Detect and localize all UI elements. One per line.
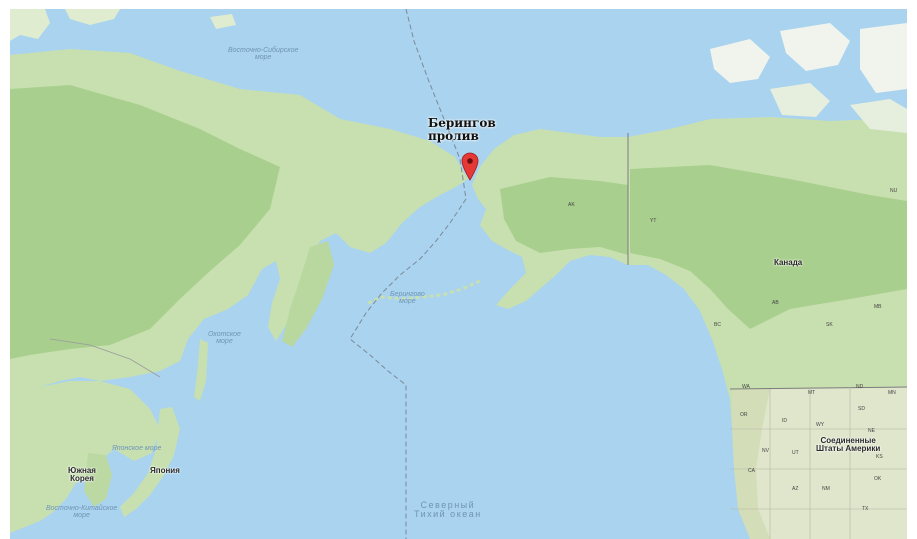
- sakhalin-island: [194, 339, 208, 401]
- japan-sea-label: Японское море: [112, 445, 162, 452]
- arctic-island: [65, 9, 120, 25]
- region-bc: BC: [714, 322, 721, 328]
- china-landmass: [10, 381, 160, 533]
- canada-label[interactable]: Канада: [774, 258, 803, 267]
- japan-islands: [120, 407, 180, 517]
- region-ne: NE: [868, 428, 875, 434]
- region-ks: KS: [876, 454, 883, 460]
- region-id: ID: [782, 418, 787, 424]
- region-nv: NV: [762, 448, 769, 454]
- arctic-archipelago: [850, 99, 907, 133]
- region-sd: SD: [858, 406, 865, 412]
- region-mn: MN: [888, 390, 896, 396]
- bering-strait-label: Берингов пролив: [428, 116, 496, 143]
- region-mt: MT: [808, 390, 816, 396]
- region-ok: OK: [874, 476, 882, 482]
- region-sk: SK: [826, 322, 833, 328]
- region-yt: YT: [650, 218, 657, 224]
- region-ut: UT: [792, 450, 799, 456]
- canada-forest: [630, 165, 907, 329]
- region-nd: ND: [856, 384, 864, 390]
- region-mb: MB: [874, 304, 882, 310]
- map-pin-body: [461, 152, 479, 181]
- alaska-forest: [500, 177, 628, 255]
- north-pacific-ocean-label: Северный Тихий океан: [414, 500, 482, 520]
- map-pin-icon[interactable]: [461, 152, 479, 182]
- japan-label[interactable]: Япония: [150, 466, 180, 475]
- region-ak: AK: [568, 202, 575, 208]
- korea-peninsula: [84, 453, 112, 507]
- region-nu: NU: [890, 188, 898, 194]
- region-wy: WY: [816, 422, 825, 428]
- arctic-archipelago: [710, 39, 770, 83]
- bering-sea-label: Берингово море: [390, 291, 425, 306]
- canada-usa-border: [729, 386, 907, 390]
- aleutian-chain: [367, 279, 481, 305]
- region-wa: WA: [742, 384, 750, 390]
- east-siberian-sea-label: Восточно-Сибирское море: [228, 47, 299, 62]
- forest-area: [10, 85, 280, 359]
- arctic-island: [10, 9, 50, 41]
- international-date-line: [349, 9, 467, 539]
- region-nm: NM: [822, 486, 830, 492]
- kamchatka-peninsula: [282, 241, 334, 347]
- region-ca: CA: [748, 468, 755, 474]
- china-russia-border: [49, 338, 161, 378]
- map-pin-dot: [467, 158, 473, 164]
- arctic-archipelago: [780, 23, 850, 71]
- usa-label[interactable]: Соединенные Штаты Америки: [816, 436, 881, 454]
- us-state-borders: [730, 387, 907, 539]
- okhotsk-sea-label: Охотское море: [208, 331, 241, 346]
- region-ab: AB: [772, 300, 779, 306]
- arctic-archipelago: [770, 83, 830, 117]
- region-tx: TX: [862, 506, 869, 512]
- south-korea-label[interactable]: Южная Корея: [68, 466, 96, 484]
- east-china-sea-label: Восточно-Китайское море: [46, 505, 118, 520]
- arctic-archipelago: [860, 23, 907, 93]
- map-view[interactable]: Восточно-Сибирское море Берингово море О…: [10, 9, 907, 539]
- usa-plains: [754, 387, 907, 539]
- usa-west-mountains: [732, 389, 770, 539]
- map-base-layer: [10, 9, 907, 539]
- region-or: OR: [740, 412, 748, 418]
- arctic-island: [210, 14, 236, 29]
- region-az: AZ: [792, 486, 799, 492]
